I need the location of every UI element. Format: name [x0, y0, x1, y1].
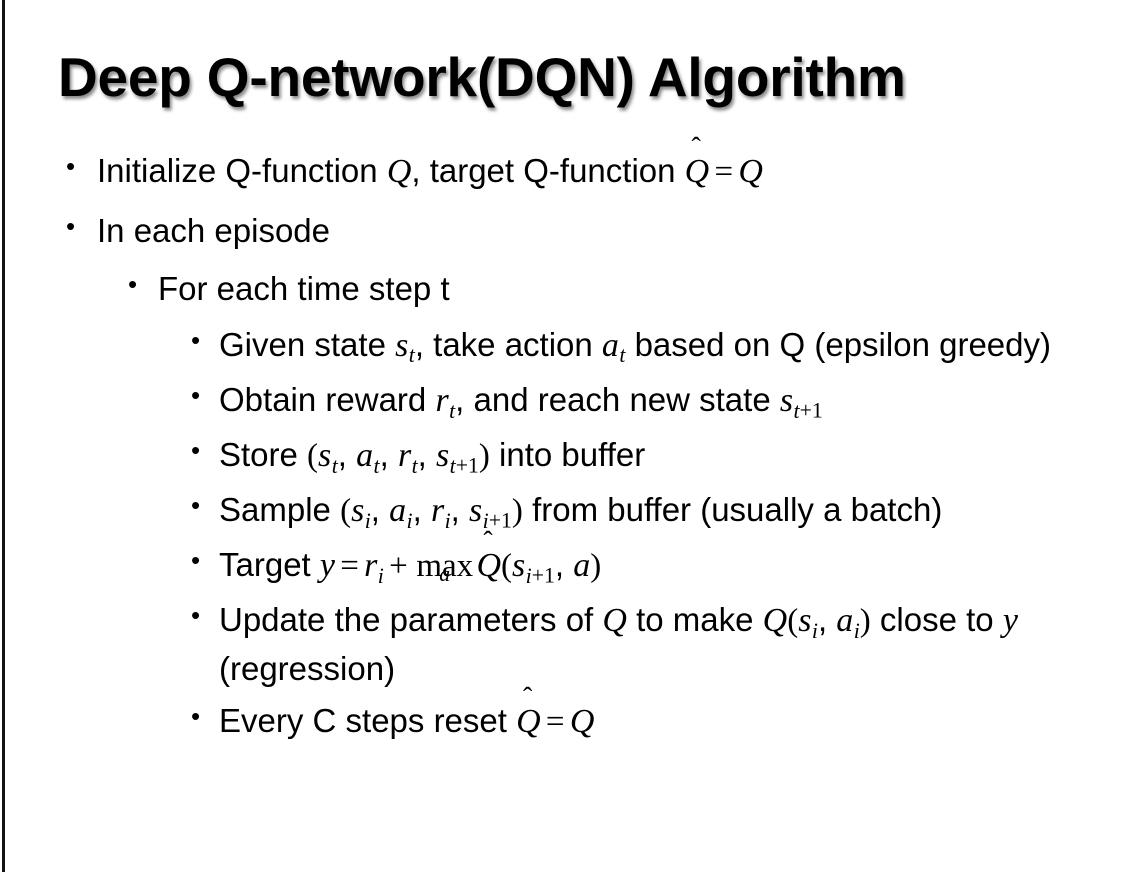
- math-subscript: t: [449, 453, 456, 478]
- math-subscript: i: [811, 618, 818, 643]
- math-subscript: i: [364, 508, 371, 533]
- circumflex-accent-icon: ˆ: [691, 132, 701, 164]
- math-parenthesis: ): [511, 493, 523, 529]
- math-parenthesis: ): [478, 437, 490, 474]
- math-parenthesis: ): [590, 548, 602, 585]
- math-parenthesis: ): [859, 603, 871, 640]
- bullet-text: Update the parameters of Q to make Q(si,…: [219, 601, 1018, 688]
- math-subscript: t: [793, 398, 800, 423]
- bullet-text: Sample (si, ai, ri, si+1) from buffer (u…: [219, 491, 943, 533]
- math-variable: a: [573, 547, 591, 585]
- bullet-marker-icon: •: [66, 151, 76, 181]
- math-max-subscript: a: [439, 562, 451, 587]
- math-subscript: i: [482, 508, 489, 533]
- math-subscript: i: [444, 508, 451, 533]
- bullet-in-each-episode: • In each episode: [0, 208, 1124, 254]
- math-variable: s: [395, 326, 409, 364]
- slide-left-border: [2, 0, 5, 872]
- math-parenthesis: (: [500, 548, 512, 585]
- bullet-text: For each time step t: [158, 269, 450, 307]
- slide-title: Deep Q-network(DQN) Algorithm: [58, 46, 906, 108]
- circumflex-accent-icon: ˆ: [522, 682, 533, 714]
- bullet-given-state-take-action: •Given state st, take action at based on…: [0, 322, 1124, 371]
- math-variable: Q: [386, 153, 412, 190]
- math-subscript: t: [373, 453, 380, 478]
- math-variable: r: [430, 492, 445, 529]
- math-variable: s: [511, 547, 526, 585]
- math-subscript: i: [853, 618, 860, 643]
- bullet-marker-icon: •: [191, 545, 201, 576]
- math-variable: a: [601, 326, 619, 364]
- math-variable: s: [469, 492, 483, 529]
- math-subscript: i: [406, 508, 413, 533]
- bullet-initialize-q-function: • Initialize Q-function Q, target Q-funct…: [0, 132, 1124, 196]
- math-variable: s: [798, 602, 812, 640]
- math-variable: s: [318, 436, 332, 474]
- bullet-store-into-buffer: • Store (st, at, rt, st+1) into buffer: [0, 432, 1124, 481]
- math-variable: Q: [738, 153, 763, 190]
- math-variable: s: [351, 492, 365, 529]
- bullet-marker-icon: •: [191, 324, 201, 355]
- math-parenthesis: (: [340, 493, 352, 529]
- bullet-marker-icon: •: [191, 379, 201, 410]
- math-subscript-offset: +1: [488, 508, 512, 533]
- math-subscript-offset: +1: [531, 563, 555, 588]
- math-variable: r: [364, 547, 378, 585]
- bullet-marker-icon: •: [191, 434, 201, 465]
- math-subscript-offset: +1: [799, 398, 823, 423]
- bullet-marker-icon: •: [191, 701, 201, 732]
- bullet-marker-icon: •: [191, 490, 201, 520]
- math-subscript-offset: +1: [455, 453, 479, 478]
- math-subscript: t: [408, 343, 415, 368]
- bullet-text: Given state st, take action at based on …: [219, 325, 1051, 368]
- math-parenthesis: (: [307, 437, 319, 474]
- bullet-text: In each episode: [97, 211, 331, 249]
- math-operator: =: [545, 704, 565, 741]
- math-variable: y: [1002, 602, 1018, 640]
- math-variable: a: [389, 492, 407, 529]
- bullet-marker-icon: •: [66, 210, 76, 241]
- math-subscript: i: [377, 563, 384, 588]
- bullet-sample-from-buffer: • Sample (si, ai, ri, si+1) from buffer (…: [0, 487, 1124, 536]
- math-variable: y: [319, 547, 335, 585]
- bullet-update-parameters: • Update the parameters of Q to make Q(si…: [0, 597, 1124, 692]
- bullet-for-each-time-step: • For each time step t: [0, 266, 1124, 312]
- math-parenthesis: (: [787, 603, 799, 640]
- circumflex-accent-icon: ˆ: [483, 526, 493, 558]
- bullet-marker-icon: •: [128, 268, 138, 299]
- math-variable: a: [836, 602, 854, 640]
- bullet-text: Store (st, at, rt, st+1) into buffer: [219, 435, 646, 478]
- math-variable: Q: [602, 602, 627, 640]
- math-operator: =: [714, 154, 734, 190]
- math-variable: Q: [762, 602, 788, 640]
- math-variable: r: [435, 381, 449, 419]
- bullet-marker-icon: •: [191, 600, 201, 631]
- math-subscript: t: [331, 453, 338, 478]
- math-operator: +: [389, 548, 408, 585]
- math-variable: a: [356, 436, 374, 474]
- math-variable: s: [436, 436, 450, 474]
- math-variable: Q: [569, 703, 595, 741]
- bullet-text: Initialize Q-function Q, target Q-functi…: [97, 132, 1124, 196]
- math-subscript: t: [411, 453, 418, 478]
- math-subscript: t: [449, 398, 456, 423]
- math-subscript: t: [619, 343, 626, 368]
- math-operator: =: [340, 548, 359, 585]
- slide-body: • Initialize Q-function Q, target Q-funct…: [0, 132, 1124, 752]
- bullet-obtain-reward-reach-new-state: • Obtain reward rt, and reach new state s…: [0, 377, 1124, 426]
- bullet-text: Obtain reward rt, and reach new state st…: [219, 380, 823, 423]
- math-variable: r: [397, 436, 412, 474]
- math-variable: s: [779, 381, 794, 419]
- math-subscript: i: [525, 563, 532, 588]
